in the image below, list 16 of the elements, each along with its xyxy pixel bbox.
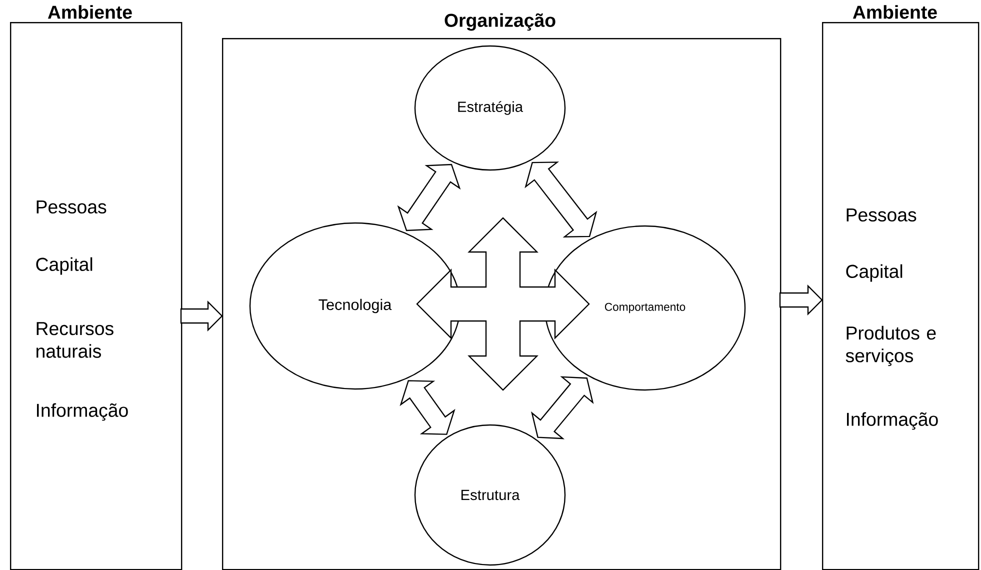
list-item: Pessoas — [36, 200, 106, 214]
block-arrow — [180, 300, 223, 332]
heading: Ambiente — [48, 5, 132, 19]
list-item: Informação — [846, 412, 938, 430]
heading: Ambiente — [852, 5, 937, 19]
heading: Organização — [444, 13, 556, 31]
block-arrow — [524, 162, 598, 238]
list-item: Capital — [846, 264, 902, 282]
list-item: Informação — [37, 403, 128, 421]
cross-arrow — [416, 217, 590, 391]
list-item: Produtos e serviços — [846, 326, 936, 366]
list-item: Pessoas — [846, 208, 916, 222]
block-arrow — [400, 380, 456, 435]
list-item: Recursos naturais — [36, 322, 114, 358]
block-arrow — [779, 284, 823, 316]
list-item: Capital — [36, 257, 92, 275]
